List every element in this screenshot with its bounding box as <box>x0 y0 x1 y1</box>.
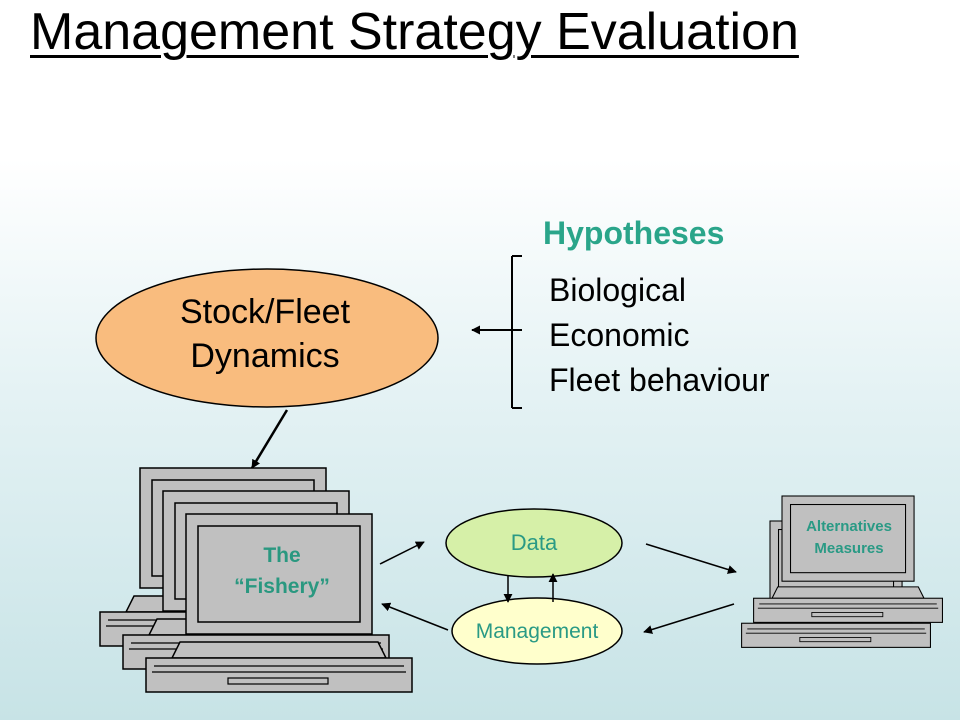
hypothesis-biological: Biological <box>549 272 686 308</box>
fishery-label: The “Fishery” <box>198 540 366 602</box>
stock-fleet-ellipse <box>95 268 439 408</box>
management-ellipse <box>451 597 623 665</box>
hypothesis-fleet-behaviour: Fleet behaviour <box>549 362 770 398</box>
data-to-alternatives-arrow <box>645 543 737 574</box>
hypotheses-heading: Hypotheses <box>543 215 725 251</box>
fishery-line-2: “Fishery” <box>234 575 330 598</box>
stock-fleet-label: Stock/Fleet Dynamics <box>100 290 430 378</box>
alternatives-line-2: Measures <box>814 540 884 557</box>
hypothesis-economic: Economic <box>549 317 690 353</box>
dynamics-to-fishery-arrow <box>250 409 289 469</box>
fishery-line-1: The <box>263 544 301 567</box>
alternatives-to-management-arrow <box>643 603 735 634</box>
alternatives-line-1: Alternatives <box>806 518 892 535</box>
stock-fleet-line-1: Stock/Fleet <box>179 293 351 331</box>
management-label: Management <box>475 620 599 643</box>
data-ellipse <box>445 508 623 578</box>
hypotheses-list: Biological Economic Fleet behaviour <box>549 268 770 403</box>
hypotheses-bracket <box>511 255 522 409</box>
page-title: Management Strategy Evaluation <box>30 3 799 61</box>
fishery-to-data-arrow <box>379 541 425 565</box>
stock-fleet-line-2: Dynamics <box>190 337 340 375</box>
alternatives-label: Alternatives Measures <box>790 516 908 560</box>
data-label: Data <box>510 530 558 555</box>
management-to-fishery-arrow <box>381 602 449 631</box>
